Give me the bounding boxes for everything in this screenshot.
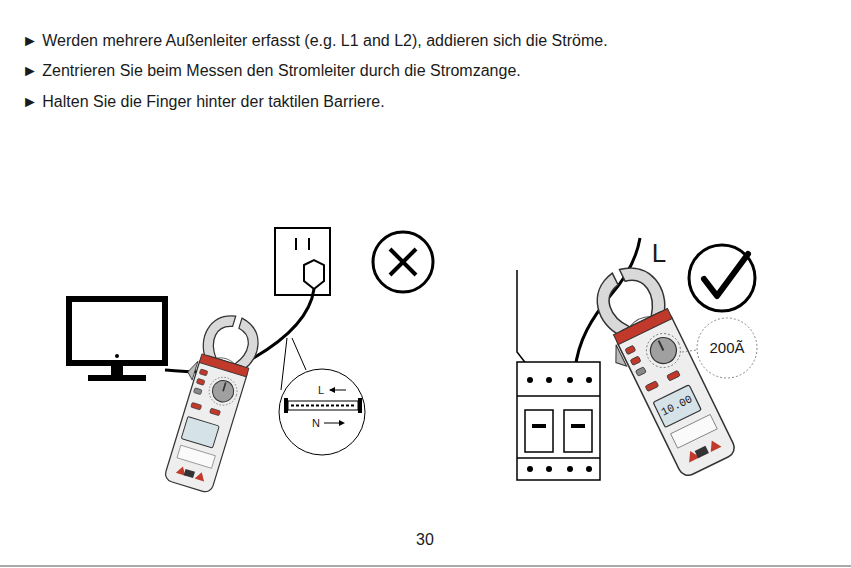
conductor-label: N (312, 417, 320, 430)
instruction-bullet: ► Werden mehrere Außenleiter erfasst (e.… (22, 32, 608, 50)
lcd-reading: 10.00 (659, 393, 694, 419)
instruction-bullet: ► Zentrieren Sie beim Messen den Stromle… (22, 62, 521, 80)
page-number: 30 (416, 531, 434, 549)
range-setting: 200Ã (709, 339, 744, 356)
conductor-label: L (318, 384, 324, 397)
conductor-label: L (652, 239, 666, 269)
instruction-bullet: ► Halten Sie die Finger hinter der takti… (22, 93, 385, 111)
